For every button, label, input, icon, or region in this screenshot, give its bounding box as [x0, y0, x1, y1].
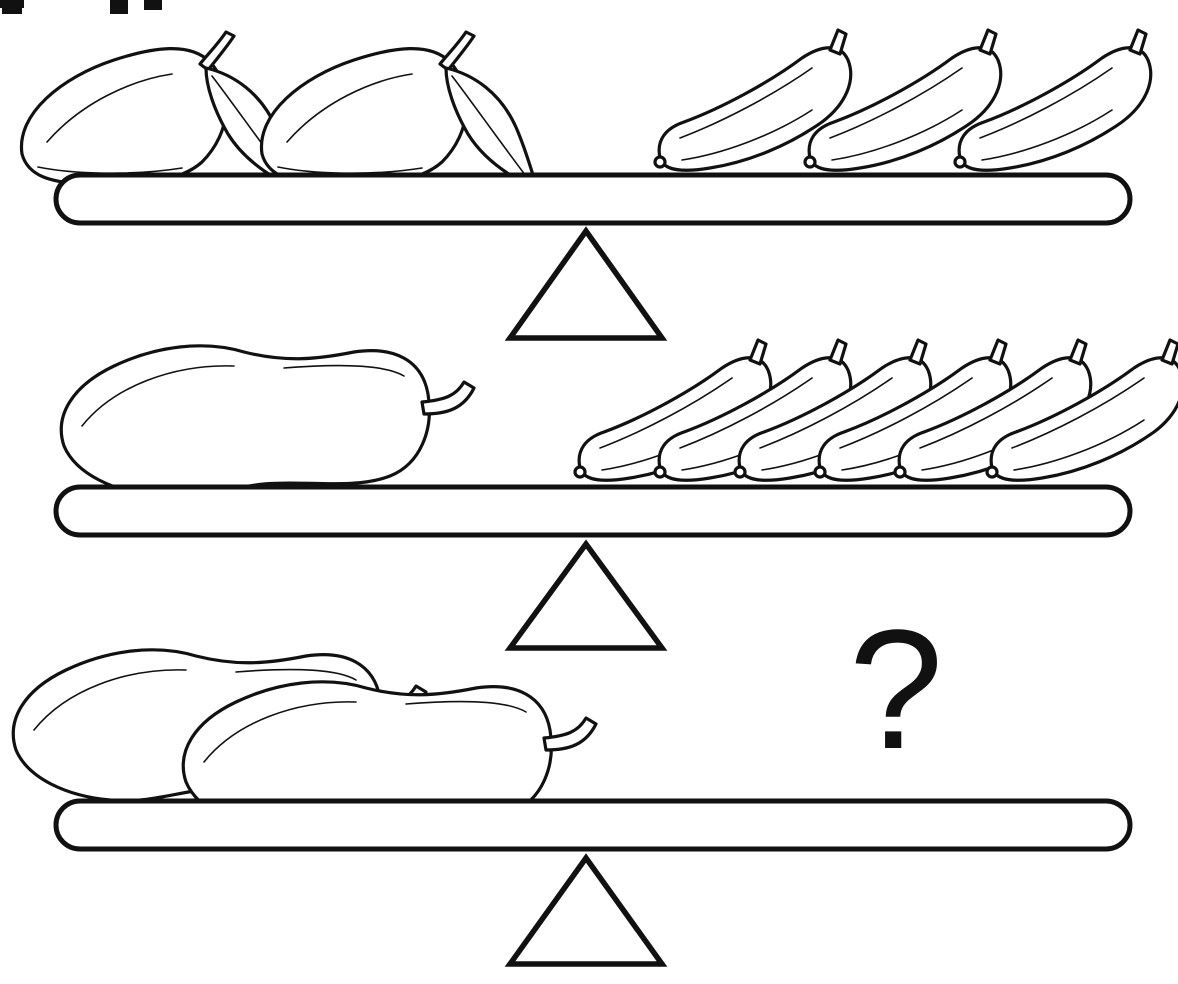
scale-fulcrum-icon — [504, 853, 668, 967]
scale-beam — [53, 798, 1133, 852]
scale-row-1 — [19, 28, 1153, 341]
scale-row-2 — [53, 338, 1178, 651]
mango-icon — [259, 30, 540, 192]
mango-icon — [19, 30, 300, 192]
papaya-icon — [59, 344, 476, 499]
cropped-glyph — [0, 0, 162, 14]
scale-beam — [53, 172, 1133, 226]
scale-beam — [53, 484, 1133, 538]
scale-fulcrum-icon — [504, 226, 668, 341]
scale-row-3: ? — [11, 595, 1133, 967]
question-mark: ? — [849, 595, 944, 785]
scale-fulcrum-icon — [504, 539, 668, 651]
